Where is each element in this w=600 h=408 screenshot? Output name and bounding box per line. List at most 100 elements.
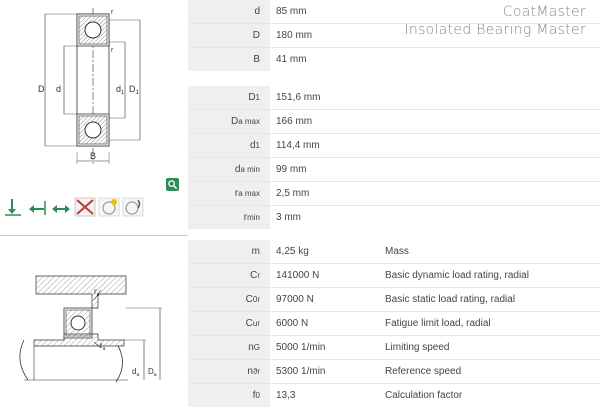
- symbol-text: D: [252, 30, 260, 41]
- value-cell: 85 mm: [276, 6, 307, 17]
- label-B: B: [90, 151, 96, 161]
- symbol-text: m: [251, 246, 260, 257]
- symbol-subscript: a max: [238, 189, 260, 198]
- high-speed-icon: [98, 197, 120, 217]
- left-drawings: D d d1 D1 B r r: [0, 0, 188, 408]
- description-cell: Fatigue limit load, radial: [385, 318, 491, 329]
- symbol-text: d: [249, 140, 256, 151]
- symbol-subscript: 1: [255, 141, 260, 150]
- watermark-line2: Insolated Bearing Master: [404, 22, 586, 38]
- symbol-subscript: a min: [240, 165, 260, 174]
- value-cell: 3 mm: [276, 212, 301, 223]
- label-D1: D1: [129, 84, 140, 96]
- radial-load-icon: [2, 197, 24, 217]
- symbol-cell: B: [188, 48, 270, 71]
- left-divider: [0, 235, 188, 236]
- symbol-subscript: ur: [252, 319, 260, 328]
- value-cell: 2,5 mm: [276, 188, 310, 199]
- table-row: m 4,25 kg Mass: [188, 240, 600, 264]
- symbol-text: n: [247, 366, 253, 377]
- table-row: d 85 mm: [188, 0, 600, 24]
- value-cell: 97000 N: [276, 294, 314, 305]
- symbol-text: d: [234, 164, 241, 175]
- description-cell: Basic dynamic load rating, radial: [385, 270, 529, 281]
- value-cell: 4,25 kg: [276, 246, 309, 257]
- property-icons: [2, 197, 144, 217]
- description-cell: Limiting speed: [385, 342, 450, 353]
- value-cell: 41 mm: [276, 54, 307, 65]
- axial-load-both-icon: [50, 197, 72, 217]
- symbol-text: B: [253, 54, 260, 65]
- value-cell: 99 mm: [276, 164, 307, 175]
- symbol-text: D: [248, 92, 256, 103]
- zoom-icon[interactable]: [166, 178, 179, 191]
- symbol-subscript: G: [253, 343, 260, 352]
- watermark-line1: CoatMaster: [502, 4, 586, 20]
- mounting-dimensions-drawing: ra ra da Da: [19, 275, 162, 383]
- label-ra-bottom: ra: [100, 341, 106, 352]
- symbol-text: d: [254, 6, 260, 17]
- symbol-text: f: [252, 390, 256, 401]
- symbol-text: C: [245, 318, 253, 329]
- value-cell: 151,6 mm: [276, 92, 321, 103]
- description-cell: Mass: [385, 246, 409, 257]
- symbol-text: r: [234, 188, 239, 199]
- label-r-right: r: [111, 47, 114, 54]
- bearing-section-drawing: D d d1 D1 B r r: [38, 8, 141, 164]
- label-Da: Da: [148, 367, 157, 378]
- value-cell: 5000 1/min: [276, 342, 326, 353]
- description-cell: Calculation factor: [385, 390, 463, 401]
- value-cell: 13,3: [276, 390, 296, 401]
- symbol-subscript: 0r: [252, 295, 260, 304]
- description-cell: Basic static load rating, radial: [385, 294, 516, 305]
- table-row: D 180 mm: [188, 24, 600, 48]
- symbol-text: C: [245, 294, 253, 305]
- symbol-cell: D: [188, 24, 270, 47]
- label-d1: d1: [116, 84, 125, 96]
- not-suitable-icon: [74, 197, 96, 217]
- value-cell: 114,4 mm: [276, 140, 320, 151]
- value-cell: 180 mm: [276, 30, 313, 41]
- symbol-subscript: a max: [238, 117, 260, 126]
- value-cell: 141000 N: [276, 270, 320, 281]
- symbol-subscript: 0: [255, 391, 260, 400]
- axial-load-left-icon: [26, 197, 48, 217]
- label-d: d: [56, 84, 61, 94]
- symbol-subscript: ϑr: [252, 367, 260, 376]
- label-D: D: [38, 84, 45, 94]
- label-r-top: r: [111, 9, 114, 16]
- low-friction-icon: [122, 197, 144, 217]
- symbol-text: C: [250, 270, 258, 281]
- symbol-text: n: [248, 342, 254, 353]
- symbol-subscript: min: [247, 213, 260, 222]
- value-cell: 6000 N: [276, 318, 309, 329]
- symbol-text: D: [230, 116, 239, 127]
- description-cell: Reference speed: [385, 366, 462, 377]
- label-ra-top: ra: [94, 287, 100, 298]
